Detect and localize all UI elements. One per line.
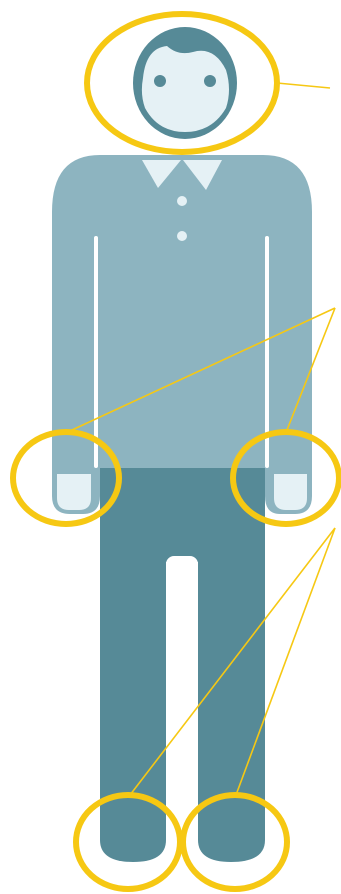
right-eye xyxy=(204,75,216,87)
shirt xyxy=(52,155,312,514)
left-hand xyxy=(57,474,91,510)
crotch xyxy=(100,466,265,562)
shirt-button xyxy=(177,196,187,206)
left-arm-stripe xyxy=(94,236,98,468)
right-hand xyxy=(274,474,307,510)
face xyxy=(142,46,229,132)
leg-gap xyxy=(166,556,198,876)
trousers xyxy=(100,466,265,876)
shirt-button xyxy=(177,231,187,241)
left-eye xyxy=(154,75,166,87)
callout-line-head xyxy=(277,83,330,88)
